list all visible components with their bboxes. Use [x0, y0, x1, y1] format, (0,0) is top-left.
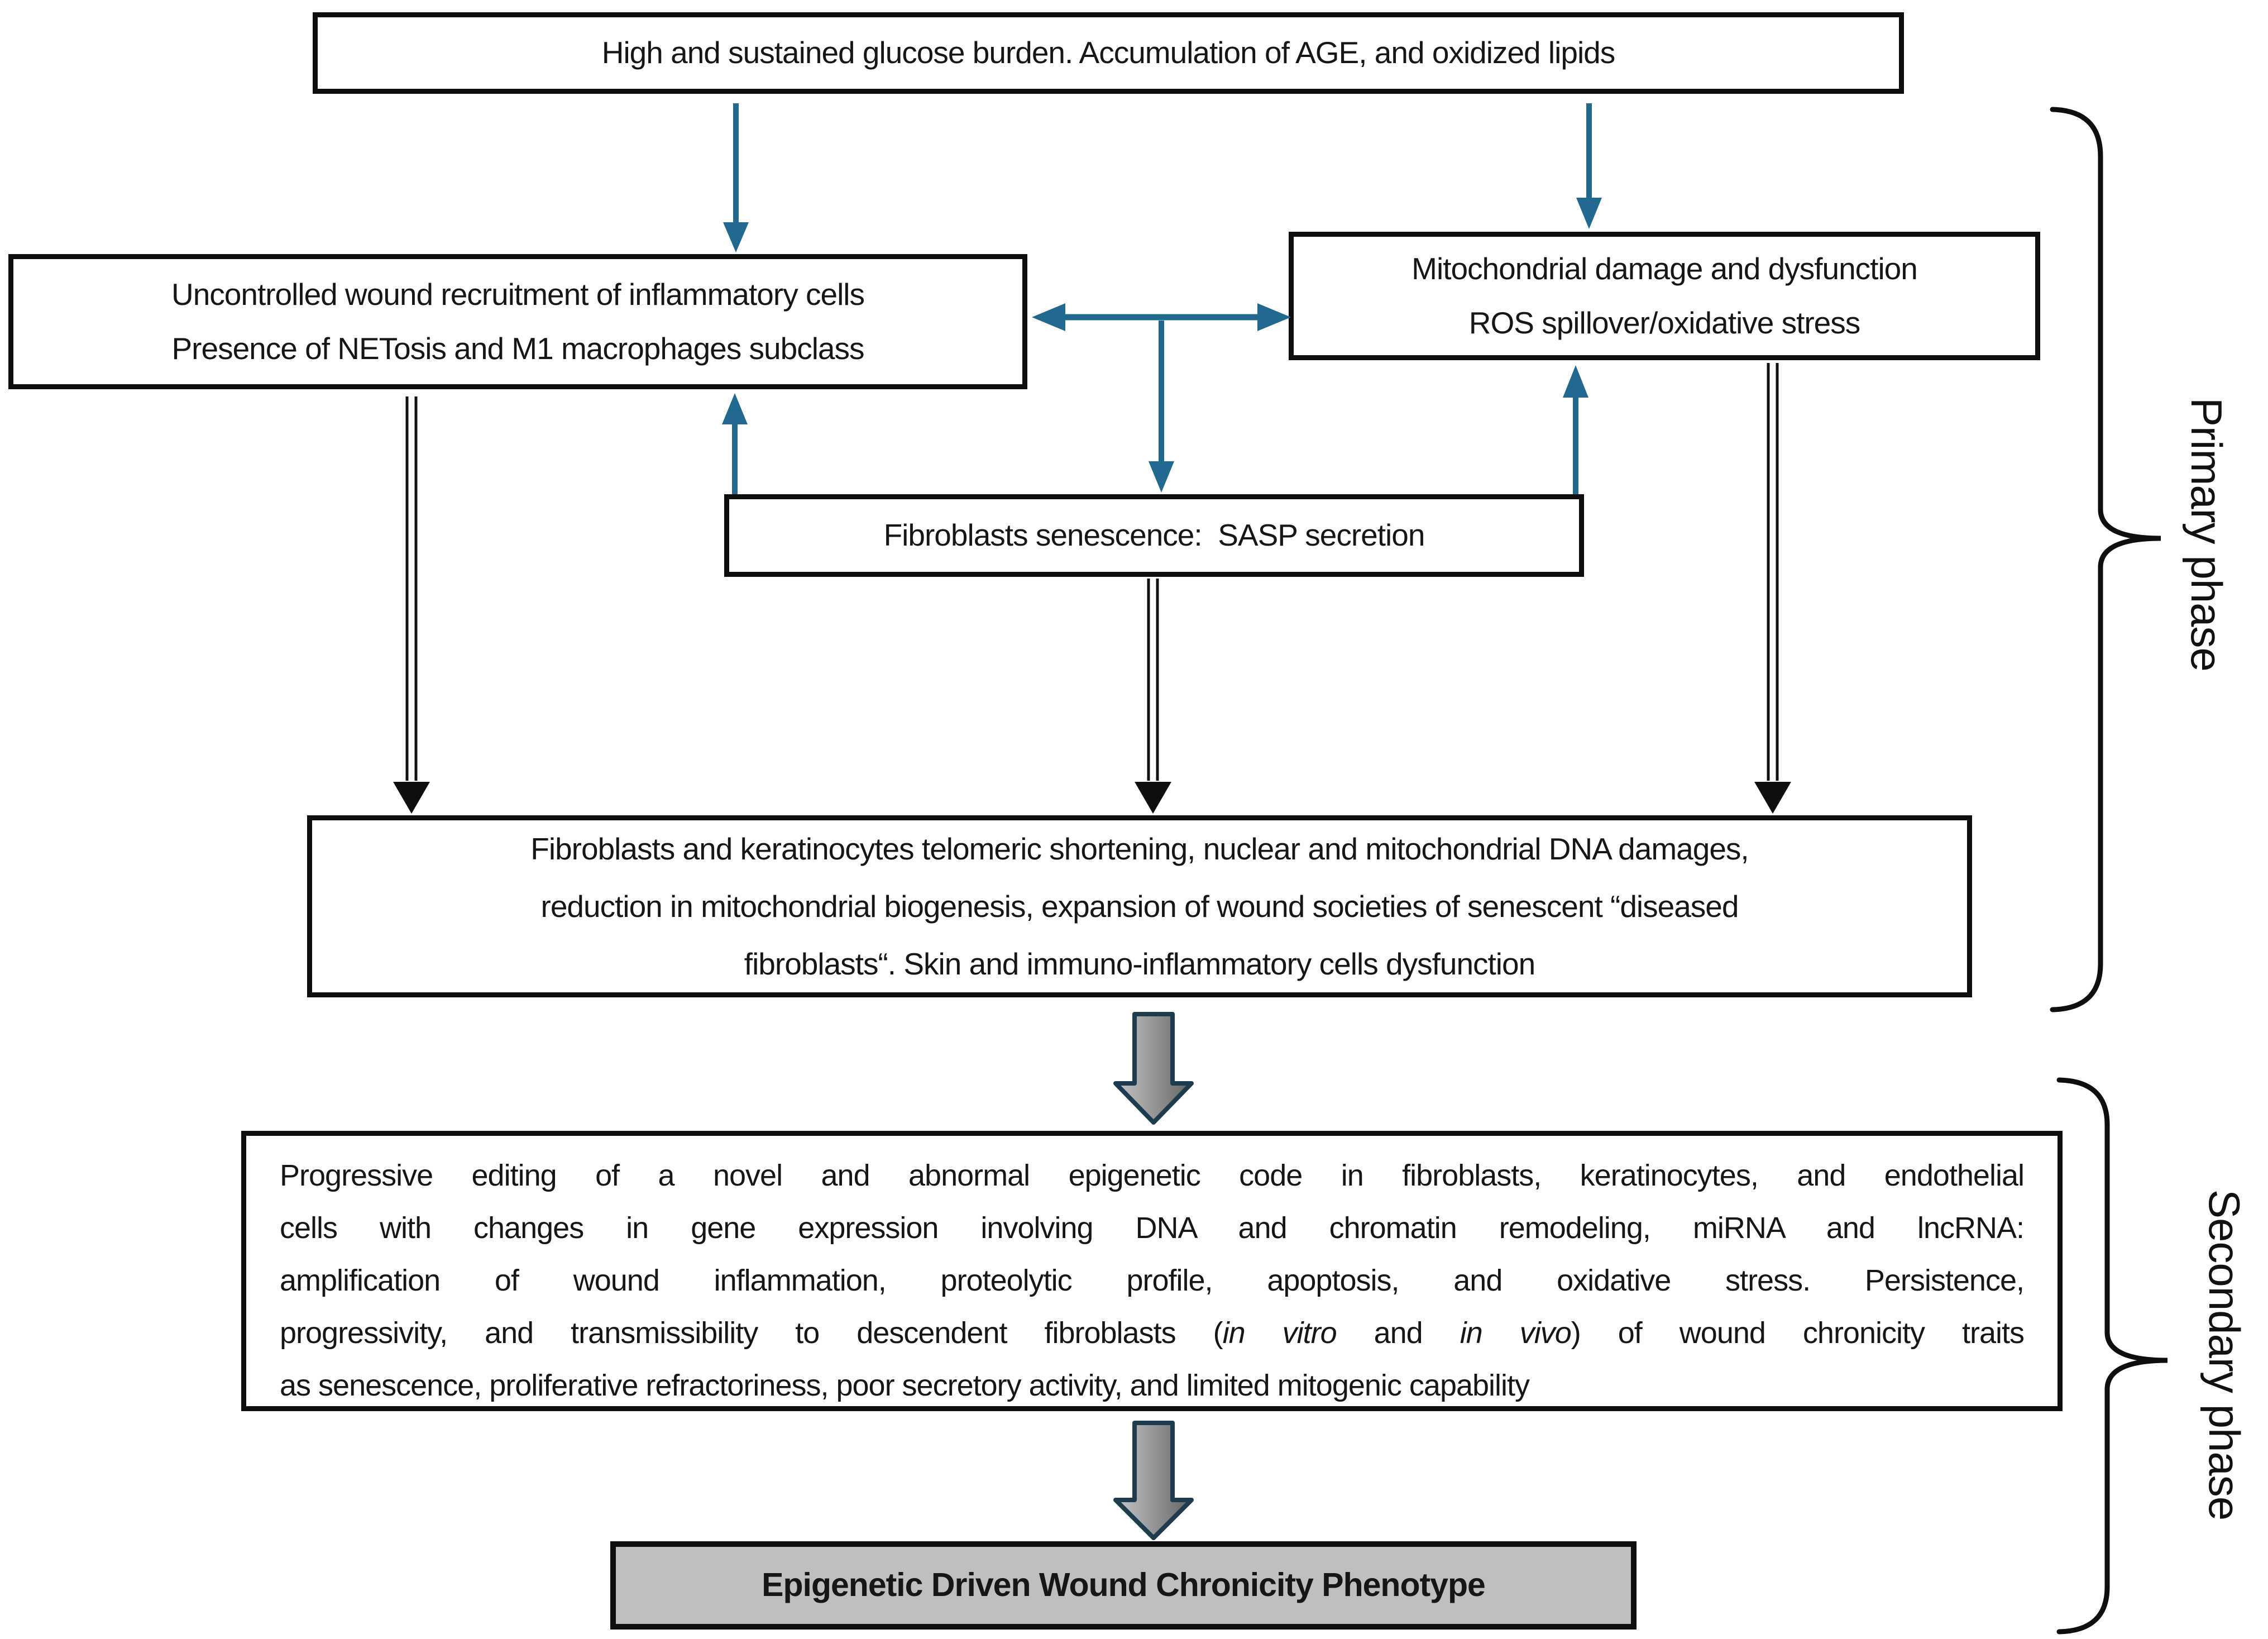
- primary-outcome-line-3: fibroblasts“. Skin and immuno-inflammato…: [744, 946, 1535, 981]
- mitochondrial-line-1: Mitochondrial damage and dysfunction: [1411, 251, 1918, 286]
- glucose-burden-text: High and sustained glucose burden. Accum…: [601, 35, 1616, 70]
- primary-outcome-box: Fibroblasts and keratinocytes telomeric …: [307, 815, 1972, 997]
- phenotype-result-box: Epigenetic Driven Wound Chronicity Pheno…: [610, 1541, 1637, 1630]
- arrow-link-to-senescence-icon: [1149, 321, 1174, 493]
- secondary-outcome-line-4: progressivity, and transmissibility to d…: [280, 1307, 2025, 1359]
- secondary-outcome-line-2: cells with changes in gene expression in…: [280, 1211, 2025, 1245]
- secondary-phase-brace: [2056, 1077, 2168, 1635]
- senescence-text: Fibroblasts senescence: SASP secretion: [883, 518, 1425, 553]
- arrow-mitochondrial-to-primary-outcome-icon: [1754, 363, 1791, 814]
- arrow-senescence-to-inflammatory-icon: [722, 393, 748, 494]
- fibroblast-senescence-box: Fibroblasts senescence: SASP secretion: [724, 494, 1584, 577]
- mitochondrial-damage-box: Mitochondrial damage and dysfunction ROS…: [1289, 232, 2040, 360]
- in-vivo-italic: in vivo: [1460, 1316, 1572, 1350]
- inflammatory-line-2: Presence of NETosis and M1 macrophages s…: [171, 331, 864, 366]
- arrow-senescence-to-mitochondrial-icon: [1563, 365, 1588, 494]
- arrow-glucose-to-mitochondrial-icon: [1576, 103, 1602, 229]
- inflammatory-cells-box: Uncontrolled wound recruitment of inflam…: [8, 254, 1027, 389]
- secondary-outcome-line-5: as senescence, proliferative refractorin…: [280, 1369, 1530, 1402]
- phenotype-text: Epigenetic Driven Wound Chronicity Pheno…: [762, 1566, 1486, 1604]
- arrow-glucose-to-inflammatory-icon: [723, 103, 749, 252]
- arrow-secondary-to-phenotype-icon: [1113, 1421, 1194, 1540]
- secondary-outcome-box: Progressive editing of a novel and abnor…: [241, 1131, 2063, 1411]
- mitochondrial-line-2: ROS spillover/oxidative stress: [1468, 305, 1861, 340]
- in-vitro-italic: in vitro: [1222, 1316, 1337, 1350]
- glucose-burden-box: High and sustained glucose burden. Accum…: [313, 12, 1904, 94]
- primary-outcome-line-2: reduction in mitochondrial biogenesis, e…: [540, 888, 1739, 924]
- primary-phase-label: Primary phase: [2182, 398, 2231, 671]
- arrow-primary-to-secondary-icon: [1113, 1012, 1194, 1125]
- secondary-outcome-line-3: amplification of wound inflammation, pro…: [280, 1264, 2025, 1297]
- arrow-senescence-to-primary-outcome-icon: [1135, 579, 1171, 814]
- arrow-inflammatory-to-primary-outcome-icon: [393, 396, 430, 814]
- primary-phase-brace: [2050, 107, 2161, 1012]
- secondary-phase-label: Secondary phase: [2200, 1189, 2249, 1521]
- secondary-outcome-line-1: Progressive editing of a novel and abnor…: [280, 1159, 2025, 1192]
- secondary-line4-pre: progressivity, and transmissibility to d…: [280, 1316, 1223, 1350]
- arrow-inflammatory-mitochondrial-bidirectional-icon: [1032, 303, 1291, 331]
- secondary-line4-post: ) of wound chronicity traits: [1571, 1316, 2025, 1350]
- secondary-line4-mid: and: [1336, 1316, 1460, 1350]
- inflammatory-line-1: Uncontrolled wound recruitment of inflam…: [171, 277, 865, 312]
- primary-outcome-line-1: Fibroblasts and keratinocytes telomeric …: [530, 831, 1749, 866]
